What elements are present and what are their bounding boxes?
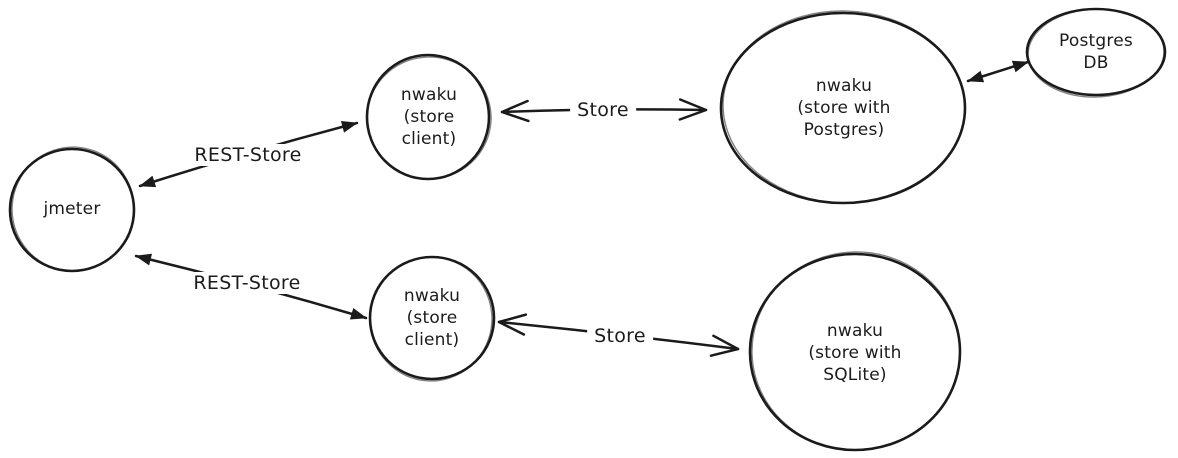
rest-store-bottom-edge-label: REST-Store [186, 272, 308, 294]
nwaku-store-sqlite-label: nwaku (store with SQLite) [808, 320, 902, 386]
nwaku-store-client-bottom-sketch-stroke [369, 256, 493, 382]
nwaku-store-postgres-label: nwaku (store with Postgres) [797, 75, 891, 141]
nwaku-store-client-bottom-label: nwaku (store client) [403, 285, 461, 351]
nwaku-store-client-top-sketch-stroke [366, 56, 492, 180]
store-bottom-edge-label: Store [587, 325, 653, 347]
store-top-edge-label: Store [570, 99, 636, 121]
jmeter-node-sketch-stroke [11, 146, 135, 272]
jmeter-node-label: jmeter [43, 198, 101, 219]
postgres-db-sketch-stroke [1027, 8, 1165, 98]
postgres-db-label: Postgres DB [1059, 30, 1133, 73]
nwaku-store-sqlite-sketch-stroke [751, 251, 961, 451]
nwaku-store-client-top-label: nwaku (store client) [400, 84, 458, 150]
nwaku-store-postgres-sketch-stroke [722, 10, 966, 204]
rest-store-top-edge-label: REST-Store [187, 144, 309, 166]
postgres-db-link-arrow [966, 60, 1030, 83]
